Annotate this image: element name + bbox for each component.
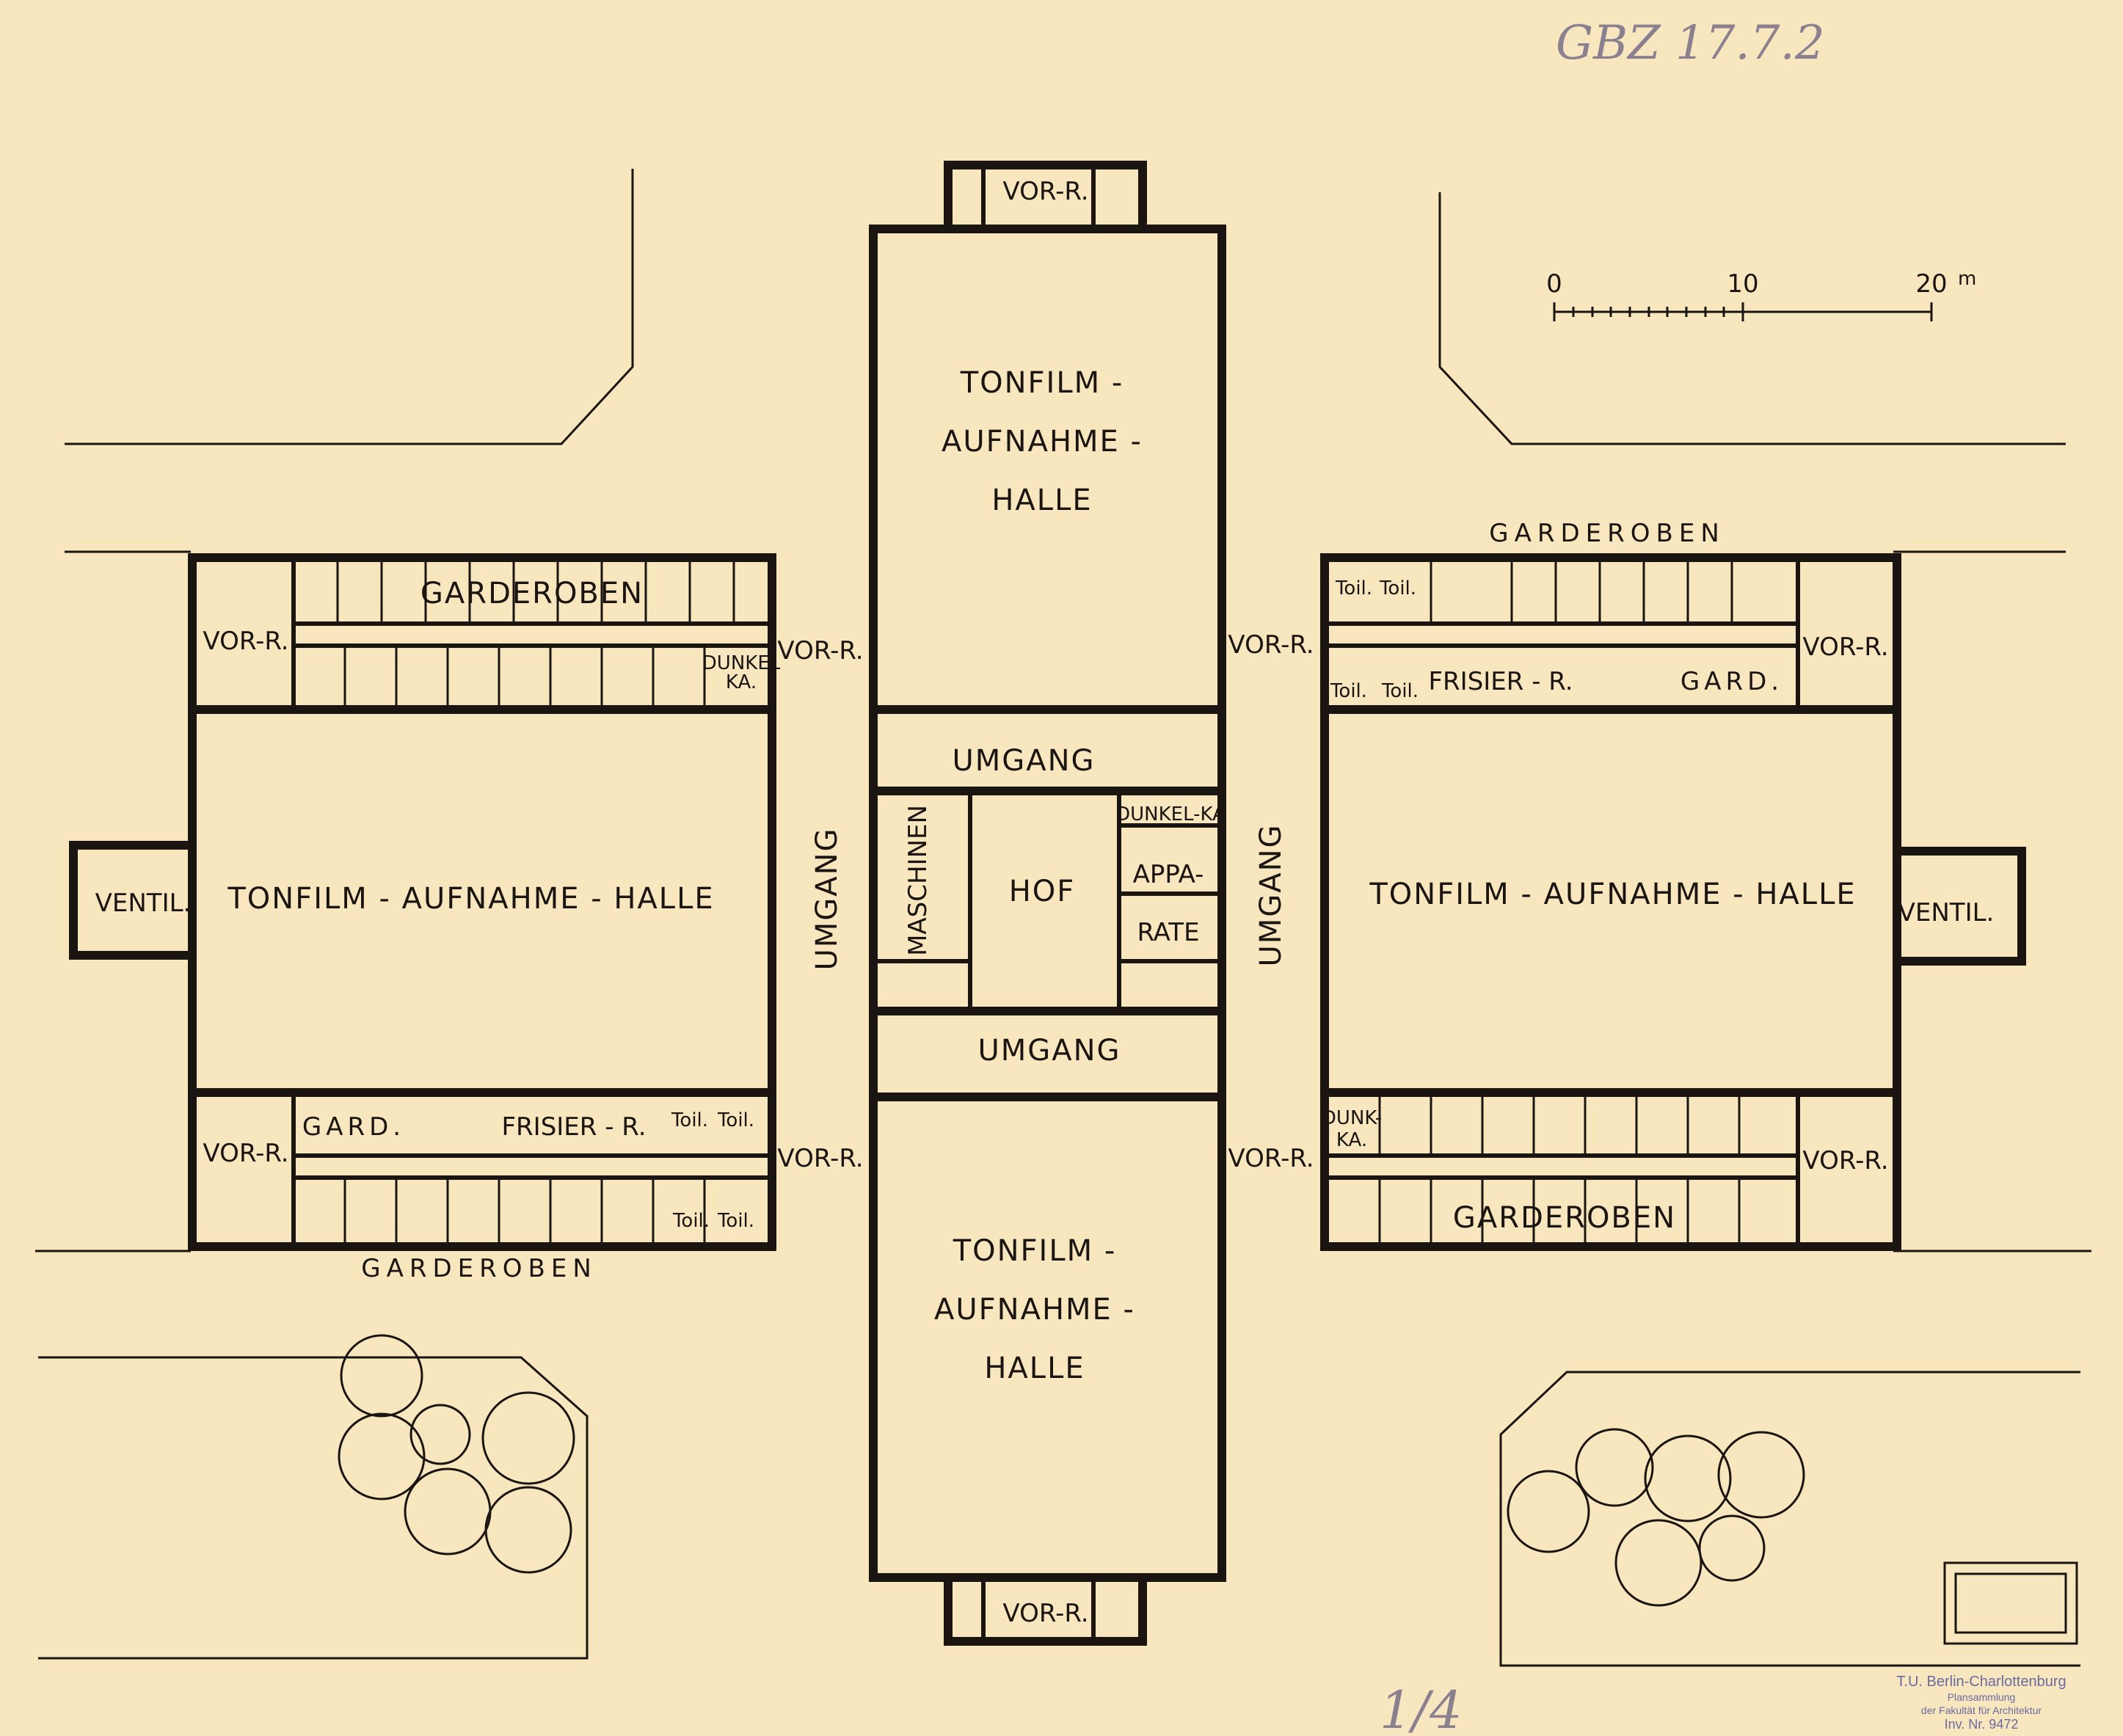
toil-ne-4: Toil. [1381,680,1419,702]
south-hall-label-3: HALLE [984,1352,1085,1385]
east-hall-label: TONFILM - AUFNAHME - HALLE [1369,878,1856,911]
tree-clusters [338,1334,1805,1607]
interior-walls [291,165,1800,1641]
gard-ne: GARD. [1680,667,1783,696]
apparate-label-2: RATE [1137,918,1199,947]
toil-sw-4: Toil. [717,1210,754,1232]
garderoben-sw: GARDEROBEN [361,1254,597,1283]
cubicle-dividers [336,558,1741,1247]
dunkel-ka-nw-2: KA. [726,671,757,693]
vorr-sw-outer: VOR-R. [203,1139,288,1168]
toil-ne-3: Toil. [1330,680,1367,702]
scale-tick-0: 0 [1546,269,1562,299]
toil-sw-3: Toil. [672,1210,710,1232]
site-lines [35,169,2091,1667]
vorr-south-porch: VOR-R. [1002,1599,1088,1628]
pencil-note: 1/4 [1380,1680,1463,1736]
toil-ne-2: Toil. [1379,577,1416,599]
apparate-label-1: APPA- [1133,860,1204,889]
vorr-north-porch: VOR-R. [1002,177,1088,206]
north-hall-label-1: TONFILM - [960,366,1124,400]
umgang-south-label: UMGANG [977,1034,1121,1068]
scale-unit: m [1958,268,1976,290]
dunk-ka-se-1: DUNK- [1322,1107,1382,1129]
vorr-se-inner: VOR-R. [1228,1144,1314,1173]
scale-tick-10: 10 [1727,269,1758,299]
vorr-se-outer: VOR-R. [1802,1146,1888,1175]
garderoben-ne: GARDEROBEN [1489,519,1725,548]
vorr-ne-outer: VOR-R. [1802,632,1888,662]
south-hall-label-1: TONFILM - [953,1234,1117,1268]
archive-mark: GBZ 17.7.2 [1556,16,1825,70]
hof-label: HOF [1009,875,1076,908]
south-hall-label-2: AUFNAHME - [934,1293,1135,1327]
umgang-west-label: UMGANG [810,827,844,970]
dunkel-ka-nw-1: DUNKEL [702,652,781,674]
archive-stamp: T.U. Berlin-Charlottenburg Plansammlung … [1896,1674,2066,1732]
stamp-line-3: der Fakultät für Architektur [1921,1704,2042,1716]
dunk-ka-se-2: KA. [1336,1129,1367,1151]
gard-sw: GARD. [302,1112,405,1142]
umgang-east-label: UMGANG [1254,823,1288,966]
frisier-sw: FRISIER - R. [501,1112,646,1142]
stamp-line-2: Plansammlung [1948,1691,2016,1703]
toil-sw-2: Toil. [717,1109,754,1131]
north-hall-label-2: AUFNAHME - [942,425,1143,459]
toil-ne-1: Toil. [1335,577,1372,599]
umgang-north-label: UMGANG [952,744,1095,778]
ventil-west-label: VENTIL. [95,889,192,918]
building-walls [69,161,2026,1646]
garderoben-nw: GARDEROBEN [420,577,644,610]
vorr-nw-outer: VOR-R. [203,627,288,656]
north-hall-label-3: HALLE [991,484,1092,517]
stamp-line-1: T.U. Berlin-Charlottenburg [1896,1674,2066,1690]
toil-sw-1: Toil. [671,1109,708,1131]
garderoben-se: GARDEROBEN [1453,1201,1676,1235]
scale-bar [1553,302,1933,321]
ventil-east-label: VENTIL. [1898,898,1995,927]
vorr-sw-inner: VOR-R. [777,1144,863,1173]
vorr-nw-inner: VOR-R. [777,636,863,665]
vorr-ne-inner: VOR-R. [1228,630,1314,660]
dunkelka-label: DUNKEL-KA [1115,803,1226,825]
scale-tick-20: 20 [1915,269,1947,299]
maschinen-label: MASCHINEN [903,805,933,956]
west-hall-label: TONFILM - AUFNAHME - HALLE [227,882,714,916]
frisier-ne: FRISIER - R. [1428,667,1573,696]
stamp-line-4: Inv. Nr. 9472 [1945,1717,2019,1732]
